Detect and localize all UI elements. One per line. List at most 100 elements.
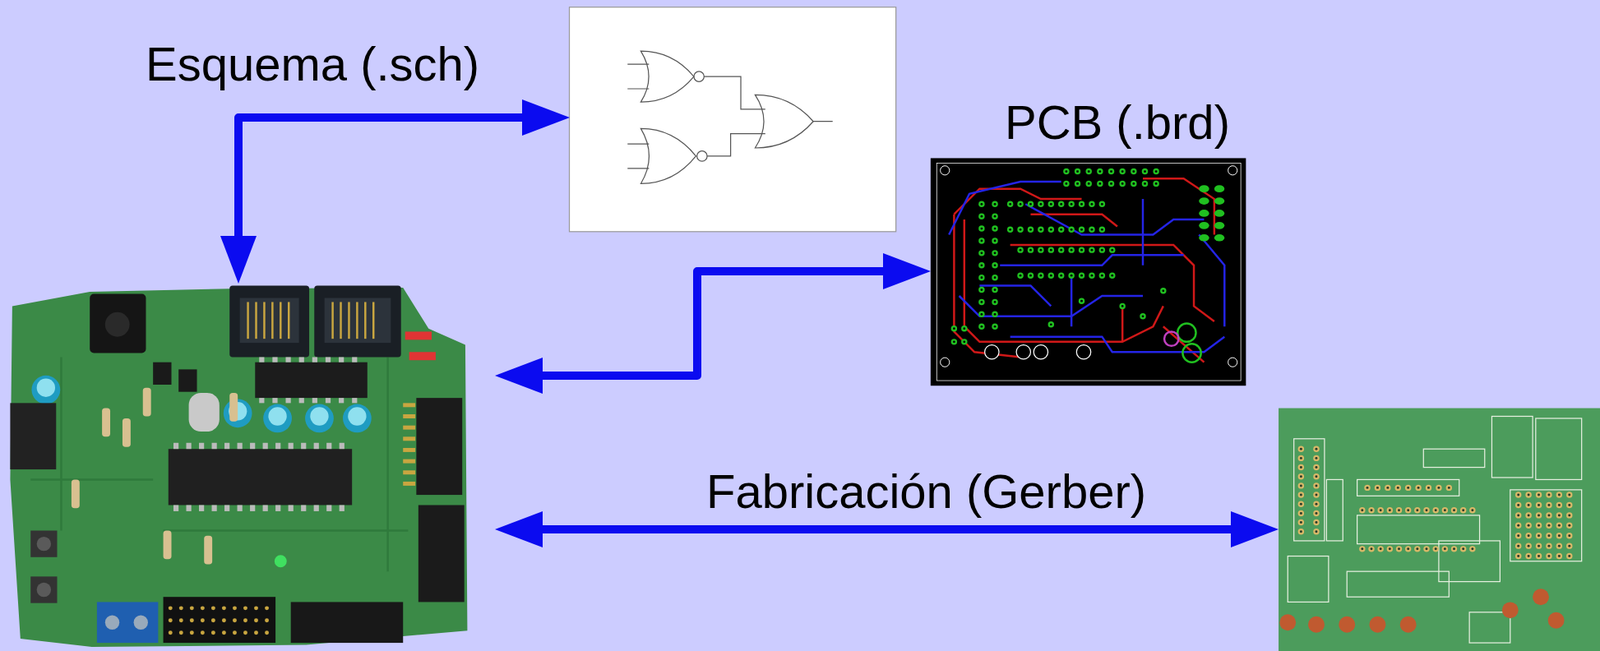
pad: [1099, 226, 1106, 233]
header-pin: [168, 605, 173, 611]
pad-hole: [1379, 508, 1383, 512]
copper-pad: [1308, 616, 1325, 634]
header-pin: [179, 605, 184, 611]
pad: [1074, 180, 1081, 187]
connector-pin: [402, 402, 416, 407]
pad: [1088, 201, 1095, 208]
pad-hole: [1537, 534, 1540, 537]
ic-pin: [237, 443, 243, 449]
gold-pad: [1405, 545, 1411, 552]
rj-socket: [240, 297, 300, 343]
pad-hole: [1537, 524, 1540, 528]
gold-pad: [1368, 507, 1374, 514]
pad-hole: [1527, 494, 1531, 497]
pad-hole: [1558, 504, 1561, 507]
pad: [1088, 246, 1095, 253]
gold-pad: [1298, 464, 1305, 471]
pad: [978, 299, 985, 306]
pad: [1130, 180, 1137, 187]
header-pin: [189, 618, 195, 623]
red-led: [405, 331, 432, 340]
gold-pad: [1298, 455, 1305, 462]
large-pad: [1076, 345, 1091, 360]
oval-pad: [1198, 184, 1209, 193]
pad-hole: [1527, 504, 1531, 507]
pad: [1027, 201, 1034, 208]
pad-hole: [1366, 486, 1369, 490]
pad-hole: [1100, 228, 1104, 232]
pad-hole: [1059, 228, 1063, 232]
ic-pin: [237, 504, 243, 511]
gold-pad: [1525, 522, 1531, 529]
gold-pad: [1545, 522, 1552, 529]
pad: [1068, 226, 1074, 233]
capacitor-top: [268, 406, 287, 426]
pad-hole: [1516, 494, 1520, 497]
pad-hole: [1155, 182, 1158, 185]
pad-hole: [1415, 547, 1419, 551]
push-button: [30, 531, 57, 558]
pad-hole: [994, 276, 997, 279]
microcontroller: [168, 448, 352, 505]
pad-hole: [1143, 182, 1147, 185]
pad: [1068, 272, 1074, 278]
rj-pin: [263, 301, 265, 339]
header-pin: [254, 618, 259, 623]
rj-socket: [324, 297, 392, 343]
rj-pin: [254, 301, 257, 339]
flow-arrow: [542, 271, 884, 376]
header-pin: [221, 630, 227, 635]
pad-hole: [1029, 228, 1032, 232]
ic-pin: [185, 504, 191, 511]
bottom-connector: [291, 601, 404, 643]
gold-pad: [1566, 532, 1573, 539]
ic-pin: [300, 504, 306, 511]
ic-pin: [263, 504, 269, 511]
header-pin: [179, 630, 184, 635]
top-trace: [1030, 214, 1117, 227]
copper-pad: [1548, 612, 1565, 629]
pad-hole: [1040, 228, 1043, 232]
oval-pad: [1198, 197, 1209, 205]
transistor: [178, 369, 197, 392]
pad-hole: [1386, 486, 1389, 490]
mounting-hole: [1228, 166, 1238, 176]
rj-pin: [246, 301, 249, 339]
nor-gate: [640, 128, 696, 184]
pad: [1086, 168, 1092, 175]
pad-hole: [994, 251, 997, 255]
pad: [1068, 201, 1074, 208]
pad: [1078, 201, 1085, 208]
pad-hole: [1558, 554, 1561, 558]
pad-hole: [1110, 249, 1114, 252]
gold-pad: [1566, 522, 1573, 529]
gold-pad: [1545, 532, 1552, 539]
ic-pin: [325, 356, 331, 362]
header-pin: [200, 630, 205, 635]
gold-pad: [1545, 512, 1552, 518]
gold-pad: [1566, 491, 1573, 498]
pad-hole: [1397, 508, 1401, 512]
gold-pad: [1556, 522, 1563, 529]
gold-pad: [1566, 502, 1573, 509]
capacitor: [31, 375, 61, 405]
pad-hole: [980, 313, 984, 316]
pad: [1027, 272, 1034, 278]
top-trace: [1121, 305, 1124, 342]
pad-hole: [1558, 534, 1561, 537]
gold-pad: [1545, 502, 1552, 509]
pad-hole: [1299, 521, 1303, 524]
gold-pad: [1313, 510, 1319, 517]
schematic: [569, 7, 897, 232]
pad: [1119, 168, 1125, 175]
gold-pad: [1556, 532, 1563, 539]
bottom-trace: [1070, 275, 1073, 327]
ic-pin: [312, 397, 318, 403]
push-button: [30, 576, 57, 603]
pad-hole: [1314, 512, 1318, 515]
pad-hole: [1100, 249, 1104, 252]
node-heading: PCB (.brd): [1004, 98, 1231, 147]
pad-hole: [1406, 486, 1410, 490]
pad-hole: [1065, 170, 1069, 173]
